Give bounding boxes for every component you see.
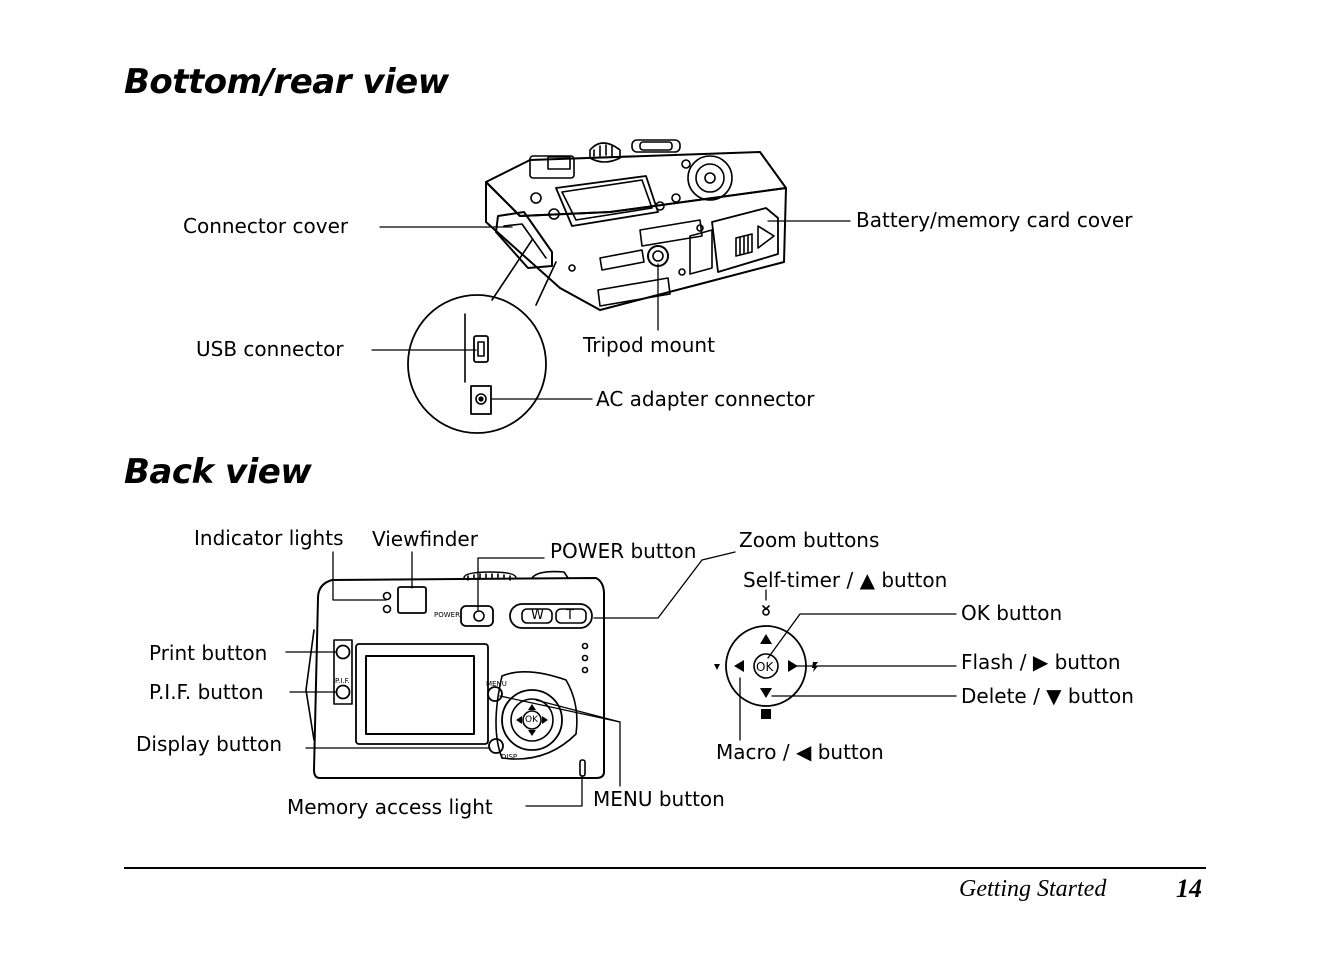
ac-adapter-label: AC adapter connector <box>596 387 815 411</box>
pif-marking: P.I.F. <box>335 677 350 685</box>
back-leader-lines <box>285 551 736 807</box>
macro-button-label: Macro / ◀ button <box>716 740 884 764</box>
bottom-leader-lines <box>371 220 851 400</box>
delete-button-label: Delete / ▼ button <box>961 684 1134 708</box>
camera-back-glyphs <box>516 704 548 736</box>
indicator-lights-label: Indicator lights <box>194 526 344 550</box>
flash-button-label: Flash / ▶ button <box>961 650 1121 674</box>
back-view-heading: Back view <box>124 452 312 492</box>
menu-button-label: MENU button <box>593 787 725 811</box>
camera-bottom-illustration <box>485 139 787 311</box>
print-button-label: Print button <box>149 641 268 665</box>
footer-section-name: Getting Started <box>959 876 1107 902</box>
bottom-rear-view-heading: Bottom/rear view <box>124 62 449 102</box>
footer-rule <box>124 867 1206 869</box>
viewfinder-label: Viewfinder <box>372 527 478 551</box>
usb-connector-label: USB connector <box>196 337 344 361</box>
control-pad-leader-lines <box>739 589 957 741</box>
tripod-mount-label: Tripod mount <box>583 333 715 357</box>
connector-closeup-circle <box>407 239 557 434</box>
display-button-label: Display button <box>136 732 283 756</box>
power-button-label: POWER button <box>550 539 697 563</box>
ok-marking: OK <box>525 715 538 725</box>
disp-marking: DISP <box>501 753 518 761</box>
ok-pad-marking: OK <box>756 660 774 674</box>
footer-page-number: 14 <box>1176 874 1202 903</box>
menu-marking: MENU <box>486 680 507 688</box>
ok-button-label: OK button <box>961 601 1063 625</box>
t-marking: T <box>566 608 574 623</box>
zoom-buttons-label: Zoom buttons <box>739 528 880 552</box>
power-marking: POWER <box>434 611 460 619</box>
w-marking: W <box>531 608 544 623</box>
connector-cover-label: Connector cover <box>183 214 349 238</box>
memory-light-label: Memory access light <box>287 795 493 819</box>
camera-back-illustration <box>305 570 605 779</box>
battery-cover-label: Battery/memory card cover <box>856 208 1133 232</box>
pif-button-label: P.I.F. button <box>149 680 264 704</box>
self-timer-label: Self-timer / ▲ button <box>743 568 948 592</box>
